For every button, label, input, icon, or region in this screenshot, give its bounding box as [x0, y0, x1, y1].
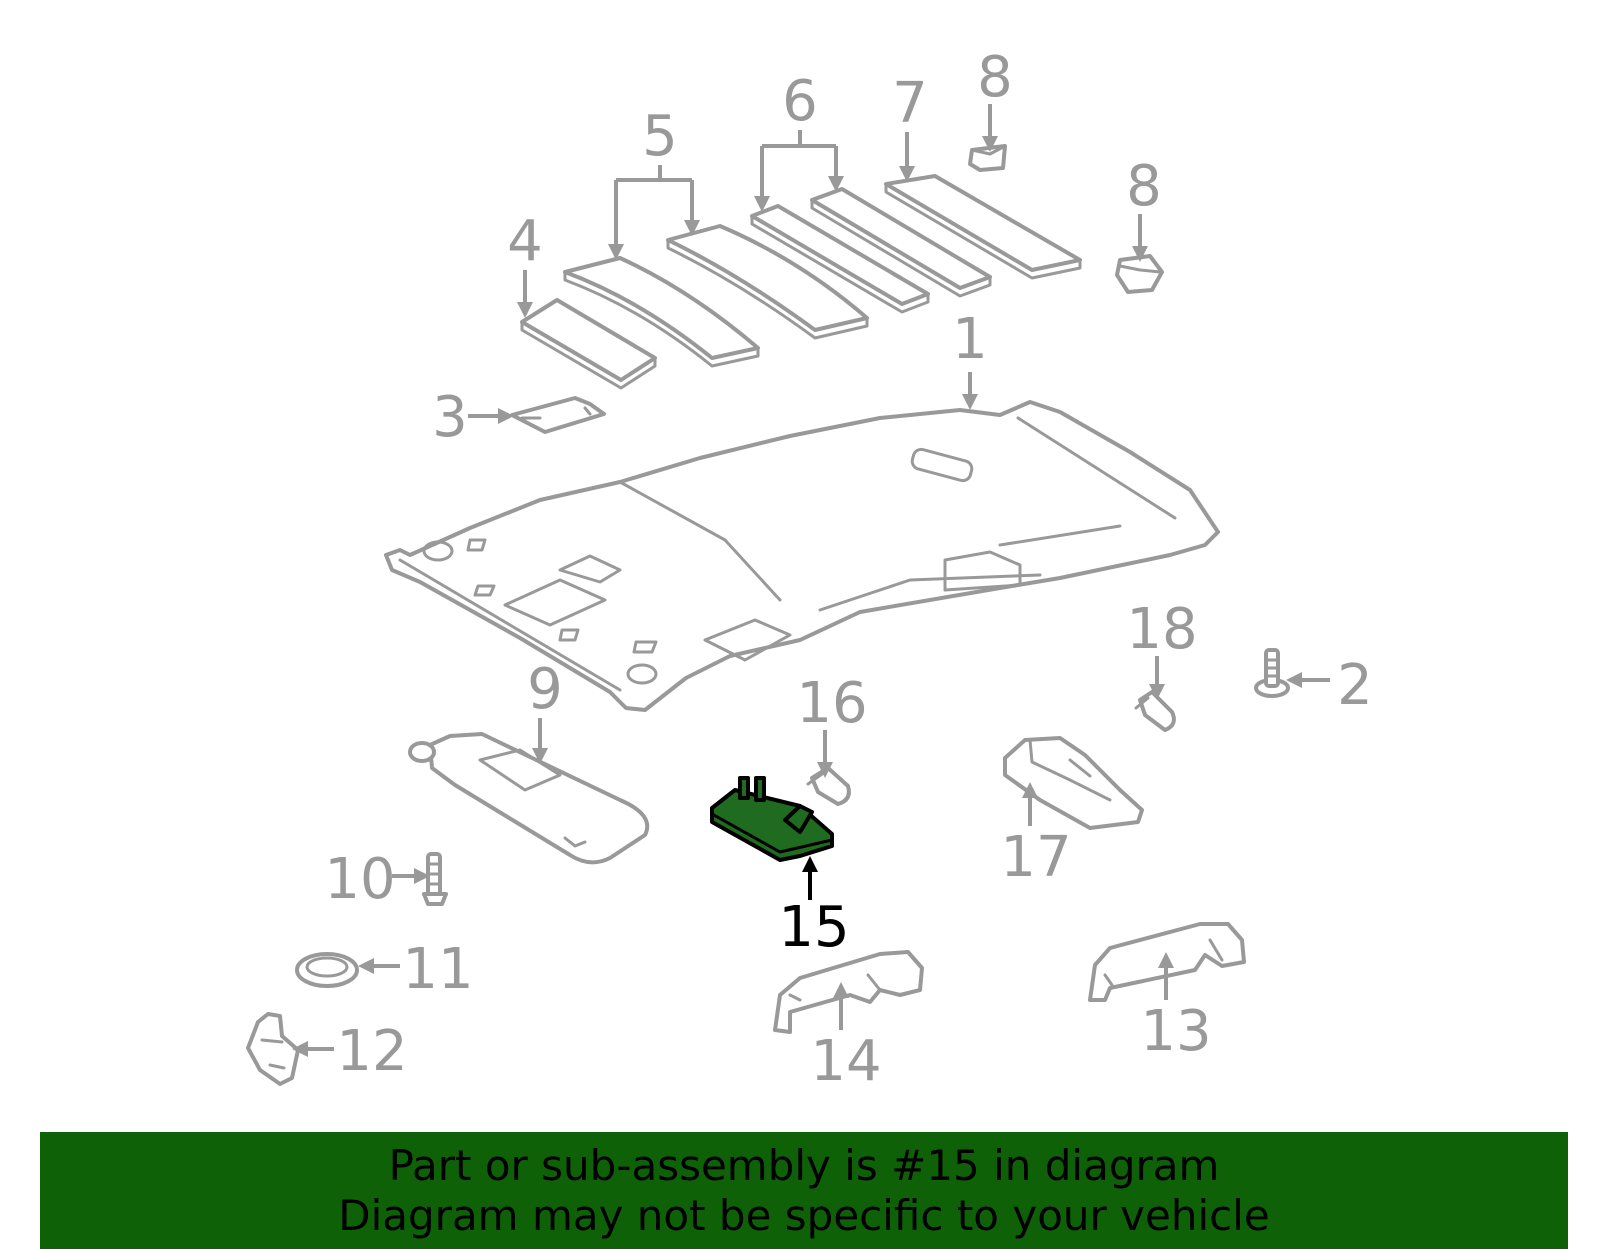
- callout-11: 11: [402, 937, 473, 1002]
- callout-18: 18: [1126, 597, 1197, 662]
- bulb-part-18: [1134, 690, 1176, 732]
- info-banner: Part or sub-assembly is #15 in diagram D…: [40, 1132, 1568, 1249]
- pad-part-7: [884, 174, 1082, 280]
- headliner-part: [384, 400, 1220, 712]
- callout-labels: 1 2 3 4 5 6 7 8 8 9 10 11 12 13 14 15 16…: [324, 45, 1372, 1094]
- callout-8b: 8: [1126, 154, 1162, 219]
- pad-part-4: [520, 298, 657, 390]
- pad-part-6b: [810, 187, 992, 298]
- callout-2: 2: [1337, 653, 1373, 718]
- banner-line-1: Part or sub-assembly is #15 in diagram: [388, 1140, 1220, 1190]
- assist-grip-part-14: [773, 950, 924, 1034]
- pad-part-5b: [666, 224, 869, 340]
- screw-part-2: [1254, 648, 1290, 698]
- callout-9: 9: [527, 657, 563, 722]
- highlighted-lamp-part-15: [710, 776, 834, 862]
- clip-part-8b: [1115, 254, 1164, 294]
- callout-10: 10: [324, 847, 395, 912]
- callout-16: 16: [796, 671, 867, 736]
- callout-15: 15: [778, 895, 849, 960]
- callout-4: 4: [507, 209, 543, 274]
- leader-lines: [292, 104, 1330, 1057]
- callout-14: 14: [810, 1029, 881, 1094]
- bulb-part-16: [806, 766, 851, 806]
- banner-line-2: Diagram may not be specific to your vehi…: [338, 1190, 1270, 1240]
- callout-17: 17: [1000, 825, 1071, 890]
- callout-8a: 8: [977, 45, 1013, 110]
- clip-part-8a: [968, 144, 1007, 172]
- callout-12: 12: [336, 1019, 407, 1084]
- callout-6: 6: [782, 69, 818, 134]
- callout-5: 5: [642, 104, 678, 169]
- lamp-part-17: [1003, 736, 1144, 830]
- pad-part-5a: [563, 256, 760, 368]
- cap-part-11: [295, 952, 359, 988]
- holder-part-12: [246, 1012, 300, 1086]
- screw-part-10: [422, 852, 448, 906]
- callout-3: 3: [432, 385, 468, 450]
- pad-part-6a: [750, 204, 930, 314]
- callout-7: 7: [892, 71, 928, 136]
- callout-1: 1: [952, 307, 988, 372]
- sun-visor-part-9: [408, 732, 650, 865]
- callout-13: 13: [1140, 999, 1211, 1064]
- bracket-part-3: [510, 396, 606, 434]
